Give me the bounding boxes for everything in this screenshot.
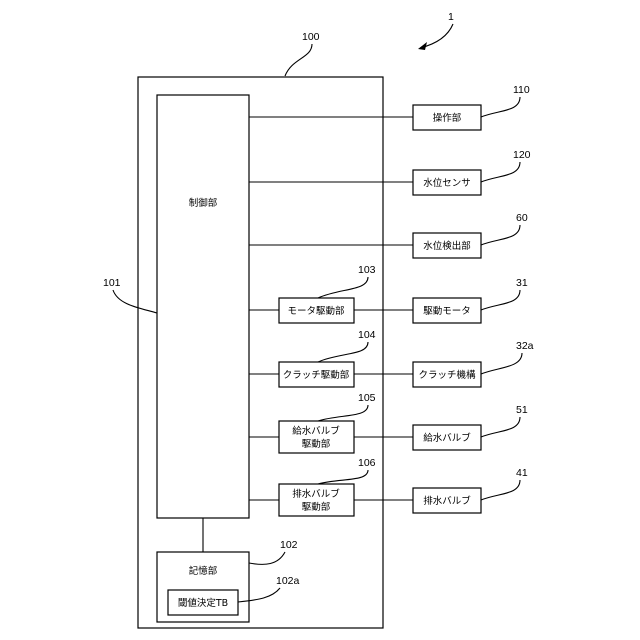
peripheral-label: クラッチ機構 xyxy=(418,369,476,381)
driver-ref-label: 106 xyxy=(358,457,376,469)
control-unit-label: 制御部 xyxy=(189,197,218,209)
control-unit-ref-label: 101 xyxy=(103,277,121,289)
driver-label-line1: 給水バルブ xyxy=(292,425,340,437)
peripheral-label: 水位検出部 xyxy=(423,240,471,252)
peripheral-ref-leader xyxy=(481,353,522,374)
driver-ref-label: 103 xyxy=(358,264,376,276)
driver-label-line1: 排水バルブ xyxy=(292,488,340,500)
driver-ref-label: 105 xyxy=(358,392,376,404)
threshold-table-label: 閾値決定TB xyxy=(178,597,228,609)
control-unit-box xyxy=(157,95,249,518)
peripheral-ref-label: 31 xyxy=(516,277,528,289)
peripheral-ref-label: 51 xyxy=(516,404,528,416)
peripheral-ref-leader xyxy=(481,480,520,500)
peripheral-label: 給水バルブ xyxy=(423,432,471,444)
figure-ref-arrowhead xyxy=(418,42,427,50)
peripheral-ref-label: 60 xyxy=(516,212,528,224)
device-ref-leader xyxy=(285,44,312,76)
peripheral-ref-label: 32a xyxy=(516,340,534,352)
storage-label: 記憶部 xyxy=(189,565,218,577)
driver-ref-label: 104 xyxy=(358,329,376,341)
peripheral-ref-label: 120 xyxy=(513,149,531,161)
driver-label: モータ駆動部 xyxy=(287,305,344,317)
peripheral-label: 水位センサ xyxy=(423,177,471,189)
peripheral-ref-leader xyxy=(481,162,520,182)
storage-ref-label: 102 xyxy=(280,539,298,551)
peripheral-ref-label: 110 xyxy=(513,84,530,96)
peripheral-ref-leader xyxy=(481,225,520,245)
peripheral-ref-leader xyxy=(481,417,520,437)
peripheral-ref-label: 41 xyxy=(516,467,528,479)
figure-ref-label: 1 xyxy=(448,11,454,23)
device-ref-label: 100 xyxy=(302,31,320,43)
driver-label-line2: 駆動部 xyxy=(302,501,331,513)
peripheral-label: 駆動モータ xyxy=(423,306,471,317)
peripheral-label: 排水バルブ xyxy=(423,495,471,507)
peripheral-label: 操作部 xyxy=(433,112,462,124)
peripheral-ref-leader xyxy=(481,97,520,117)
driver-label-line2: 駆動部 xyxy=(302,438,331,450)
threshold-table-ref-label: 102a xyxy=(276,575,300,587)
peripheral-ref-leader xyxy=(481,290,520,310)
driver-label: クラッチ駆動部 xyxy=(283,369,350,381)
